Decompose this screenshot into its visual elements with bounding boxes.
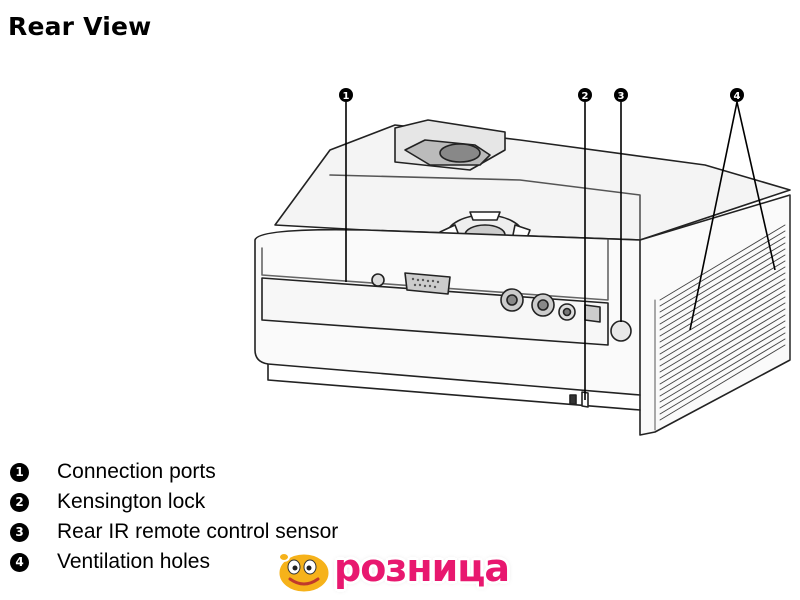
callout-3-number: 3 bbox=[618, 91, 625, 102]
legend-label-2: Kensington lock bbox=[57, 490, 206, 513]
legend-item-ir-sensor: 3 Rear IR remote control sensor bbox=[10, 519, 338, 545]
smiley-face-icon bbox=[276, 551, 332, 595]
callout-4-number: 4 bbox=[734, 91, 741, 102]
callout-4-leader-a bbox=[689, 101, 738, 331]
ventilation-grille bbox=[654, 194, 791, 431]
callout-4-leader-b bbox=[736, 101, 776, 271]
ir-sensor-illustration bbox=[610, 320, 632, 342]
callout-3-marker: 3 bbox=[614, 88, 628, 102]
legend-label-3: Rear IR remote control sensor bbox=[57, 520, 339, 543]
legend-number-3: 3 bbox=[10, 522, 29, 542]
legend-item-ventilation-holes: 4 Ventilation holes bbox=[10, 549, 210, 575]
callout-1-number: 1 bbox=[343, 91, 350, 102]
legend-number-2: 2 bbox=[10, 492, 29, 512]
callout-4-marker: 4 bbox=[730, 88, 744, 102]
callout-2-number: 2 bbox=[582, 91, 589, 102]
legend-number-4: 4 bbox=[10, 552, 29, 572]
connection-ports-illustration bbox=[371, 272, 601, 323]
legend-label-4: Ventilation holes bbox=[57, 550, 210, 573]
watermark-logo: розница bbox=[272, 545, 532, 597]
legend-item-connection-ports: 1 Connection ports bbox=[10, 459, 216, 485]
callout-2-marker: 2 bbox=[578, 88, 592, 102]
callout-1-marker: 1 bbox=[339, 88, 353, 102]
legend-number-1: 1 bbox=[10, 462, 29, 482]
legend-item-kensington-lock: 2 Kensington lock bbox=[10, 489, 205, 515]
legend-label-1: Connection ports bbox=[57, 460, 216, 483]
watermark-text: розница bbox=[334, 546, 510, 590]
page-title: Rear View bbox=[8, 12, 152, 41]
